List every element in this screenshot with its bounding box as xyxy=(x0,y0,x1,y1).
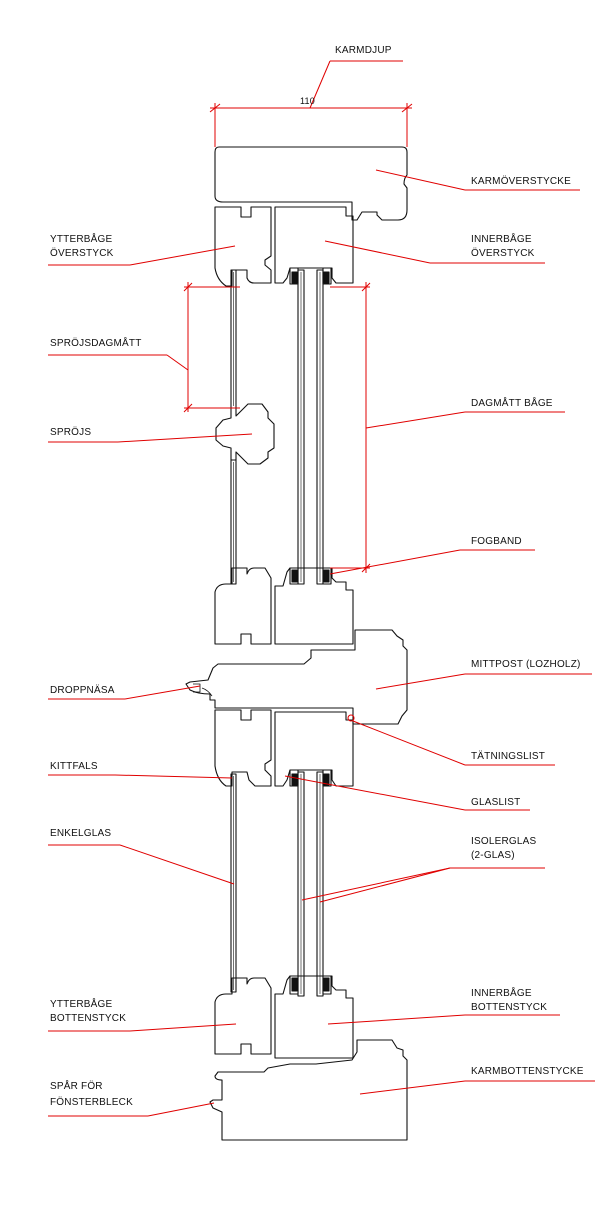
label-innerbage-bottenstyck-line2: BOTTENSTYCK xyxy=(471,1002,548,1013)
depth-dimension-label: KARMDJUP xyxy=(335,45,392,56)
label-fogband: FOGBAND xyxy=(471,536,522,547)
label-ytterbage-overstyck-line2: ÖVERSTYCK xyxy=(50,248,114,259)
label-glaslist: GLASLIST xyxy=(471,797,521,808)
inner-sash-lower-top-profile xyxy=(274,711,354,787)
label-spar-line2: FÖNSTERBLECK xyxy=(50,1097,133,1108)
frame-sill-profile xyxy=(209,1039,408,1141)
label-innerbage-overstyck-line1: INNERBÅGE xyxy=(471,234,532,245)
insulated-glass-top-pane-a xyxy=(297,269,305,585)
label-tatningslist: TÄTNINGSLIST xyxy=(471,751,546,762)
label-isolerglas-line1: ISOLERGLAS xyxy=(471,836,537,847)
outer-sash-bottom-profile xyxy=(214,977,272,1055)
weatherstrip-bead xyxy=(347,714,355,722)
label-dagmatt-bage: DAGMÅTT BÅGE xyxy=(471,398,553,409)
insulated-glass-lower-pane-a xyxy=(297,771,305,997)
single-glass-middle xyxy=(230,459,237,585)
label-ytterbage-bottenstyck-line2: BOTTENSTYCK xyxy=(50,1013,127,1024)
label-karmoverstycke: KARMÖVERSTYCKE xyxy=(471,176,572,187)
inner-sash-mid-bottom-profile xyxy=(274,567,354,645)
label-ytterbage-overstyck-line1: YTTERBÅGE xyxy=(50,234,113,245)
label-kittfals: KITTFALS xyxy=(50,761,98,772)
insulated-glass-lower-pane-b xyxy=(316,771,324,997)
outer-sash-mid-bottom-profile xyxy=(214,567,272,645)
label-sprojsdagmatt: SPRÖJSDAGMÅTT xyxy=(50,338,142,349)
outer-sash-lower-top-profile xyxy=(214,709,272,787)
depth-dimension-value: 110 xyxy=(300,96,315,106)
transom-profile xyxy=(185,629,408,725)
label-enkelglas: ENKELGLAS xyxy=(50,828,112,839)
label-karmbottenstycke: KARMBOTTENSTYCKE xyxy=(471,1066,584,1077)
outer-sash-top-profile xyxy=(214,206,272,287)
label-innerbage-bottenstyck-line1: INNERBÅGE xyxy=(471,988,532,999)
label-ytterbage-bottenstyck-line1: YTTERBÅGE xyxy=(50,999,113,1010)
label-isolerglas-line2: (2-GLAS) xyxy=(471,850,515,861)
label-spar-line1: SPÅR FÖR xyxy=(50,1081,103,1092)
label-innerbage-overstyck-line2: ÖVERSTYCK xyxy=(471,248,535,259)
label-sprojs: SPRÖJS xyxy=(50,427,92,438)
inner-sash-top-profile xyxy=(274,206,354,284)
insulated-glass-top-pane-b xyxy=(316,269,324,585)
label-droppnasa: DROPPNÄSA xyxy=(50,685,115,696)
label-mittpost: MITTPOST (LOZHOLZ) xyxy=(471,659,581,670)
inner-sash-bottom-profile xyxy=(274,975,354,1059)
frame-head-profile xyxy=(214,146,408,221)
